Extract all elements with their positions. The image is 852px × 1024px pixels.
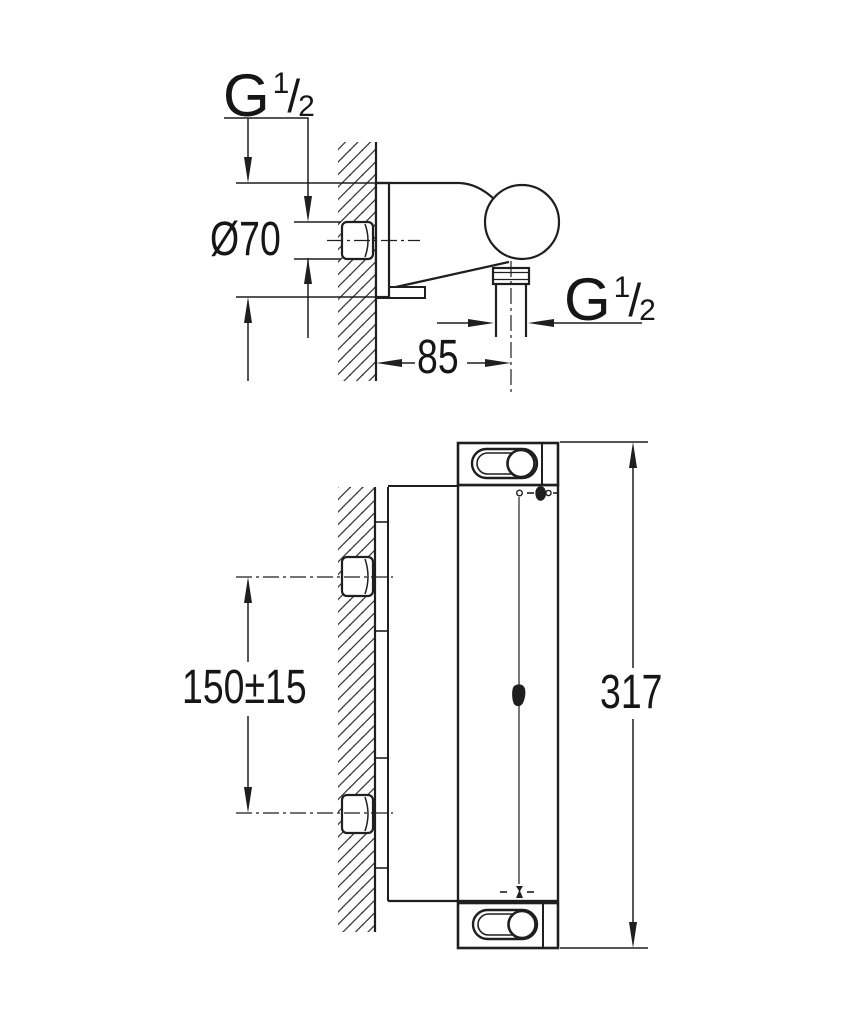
dim-connection-spacing-lines bbox=[244, 577, 252, 813]
dim-overall-height-lines bbox=[560, 441, 648, 949]
dim-wall-offset-label: 85 bbox=[417, 331, 459, 384]
temp-stop-marker bbox=[516, 486, 558, 501]
dim-outlet-thread-lines bbox=[437, 319, 642, 327]
dim-wall-offset-lines bbox=[376, 359, 511, 367]
upper-nut-chamfer bbox=[364, 558, 369, 595]
side-view bbox=[224, 117, 642, 393]
dim-inlet-thread-label: G 1 / 2 bbox=[223, 66, 315, 126]
thread-numerator: 1 bbox=[272, 67, 290, 100]
thread-denominator: 2 bbox=[298, 90, 315, 123]
wall-hatch bbox=[338, 142, 376, 381]
thermostat-body bbox=[456, 483, 560, 903]
lower-connection-nut bbox=[340, 793, 375, 835]
holder-saddle-curve bbox=[459, 181, 495, 200]
holder-foot bbox=[377, 286, 426, 299]
ball-joint bbox=[483, 183, 561, 261]
dim-inlet-thread-lines bbox=[224, 117, 341, 338]
grohe-logo-mark bbox=[512, 684, 526, 707]
temp-stop-glyph bbox=[535, 486, 547, 501]
front-view bbox=[236, 441, 648, 950]
lower-nut-chamfer bbox=[364, 796, 369, 832]
holder-bottom-diagonal bbox=[395, 260, 510, 289]
bottom-marker bbox=[500, 886, 534, 898]
thread-prefix: G bbox=[564, 266, 611, 333]
dim-overall-height-label: 317 bbox=[600, 666, 663, 719]
thread-separator: / bbox=[287, 70, 301, 122]
dim-connection-spacing-label: 150±15 bbox=[182, 661, 307, 714]
thread-denominator: 2 bbox=[639, 294, 656, 327]
thread-separator: / bbox=[628, 274, 642, 326]
dim-flange-diameter-lines bbox=[236, 118, 376, 381]
dim-outlet-thread-label: G 1 / 2 bbox=[564, 270, 656, 330]
wall-hatch-2 bbox=[338, 487, 375, 932]
top-knob bbox=[506, 448, 536, 479]
thread-prefix: G bbox=[223, 62, 270, 129]
bottom-knob bbox=[507, 909, 537, 940]
dim-flange-diameter-label: Ø70 bbox=[210, 213, 281, 266]
thread-numerator: 1 bbox=[613, 271, 631, 304]
bottom-marker-glyph bbox=[516, 886, 523, 898]
